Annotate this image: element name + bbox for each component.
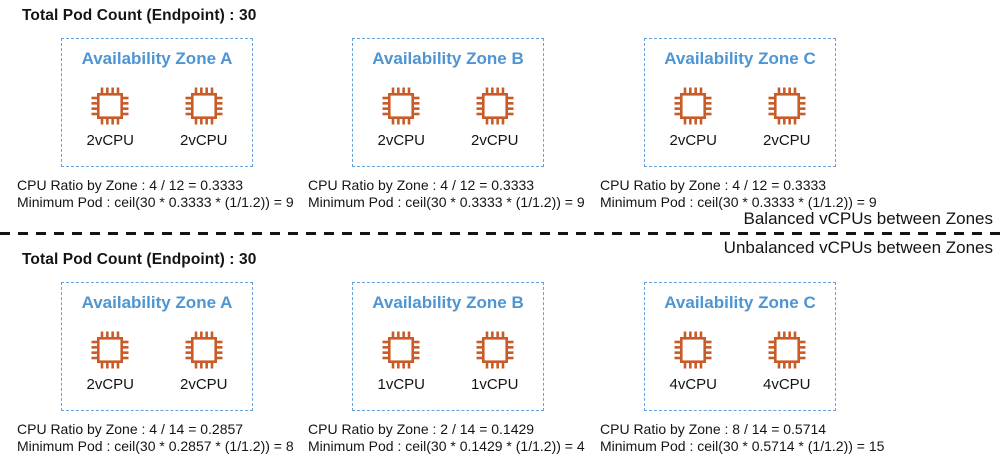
availability-zone-title: Availability Zone A <box>81 49 233 68</box>
zone-column-b: Availability Zone B 1vCPU 1vCPU CPU Rati… <box>308 282 600 454</box>
cpu-chip-icon <box>90 86 130 126</box>
cpu-chips-row: 2vCPU 2vCPU <box>62 86 252 149</box>
cpu-unit: 1vCPU <box>471 330 519 393</box>
cpu-ratio-line: CPU Ratio by Zone : 4 / 12 = 0.3333 <box>308 177 535 193</box>
cpu-unit: 2vCPU <box>377 86 425 149</box>
availability-zone-box: Availability Zone A 2vCPU 2vCPU <box>61 38 253 167</box>
availability-zone-box: Availability Zone B 2vCPU 2vCPU <box>352 38 544 167</box>
cpu-unit: 2vCPU <box>180 86 228 149</box>
zone-caption: CPU Ratio by Zone : 4 / 12 = 0.3333 Mini… <box>600 177 877 210</box>
minimum-pod-line: Minimum Pod : ceil(30 * 0.3333 * (1/1.2)… <box>308 193 585 210</box>
cpu-chip-icon <box>184 330 224 370</box>
zone-caption: CPU Ratio by Zone : 4 / 12 = 0.3333 Mini… <box>17 177 294 210</box>
minimum-pod-line: Minimum Pod : ceil(30 * 0.1429 * (1/1.2)… <box>308 437 585 454</box>
vcpu-label: 4vCPU <box>669 376 717 393</box>
minimum-pod-line: Minimum Pod : ceil(30 * 0.5714 * (1/1.2)… <box>600 437 885 454</box>
zone-caption: CPU Ratio by Zone : 8 / 14 = 0.5714 Mini… <box>600 421 884 454</box>
availability-zone-title: Availability Zone B <box>372 49 524 68</box>
cpu-chips-row: 2vCPU 2vCPU <box>645 86 835 149</box>
total-pod-count-label: Total Pod Count (Endpoint) : 30 <box>22 251 257 268</box>
cpu-unit: 2vCPU <box>86 330 134 393</box>
vcpu-label: 2vCPU <box>180 376 228 393</box>
cpu-ratio-line: CPU Ratio by Zone : 4 / 14 = 0.2857 <box>17 421 244 437</box>
zone-column-c: Availability Zone C 2vCPU 2vCPU CPU Rati… <box>600 38 892 212</box>
cpu-unit: 4vCPU <box>669 330 717 393</box>
cpu-ratio-line: CPU Ratio by Zone : 8 / 14 = 0.5714 <box>600 421 827 437</box>
minimum-pod-line: Minimum Pod : ceil(30 * 0.3333 * (1/1.2)… <box>17 193 294 210</box>
availability-zone-title: Availability Zone A <box>81 293 233 312</box>
cpu-unit: 2vCPU <box>86 86 134 149</box>
balanced-section-label: Balanced vCPUs between Zones <box>743 209 993 228</box>
cpu-chips-row: 4vCPU 4vCPU <box>645 330 835 393</box>
vcpu-label: 2vCPU <box>86 132 134 149</box>
vcpu-label: 2vCPU <box>377 132 425 149</box>
zone-column-c: Availability Zone C 4vCPU 4vCPU CPU Rati… <box>600 282 892 454</box>
zone-column-a: Availability Zone A 2vCPU 2vCPU CPU Rati… <box>17 282 309 454</box>
minimum-pod-line: Minimum Pod : ceil(30 * 0.3333 * (1/1.2)… <box>600 193 877 210</box>
cpu-chip-icon <box>767 86 807 126</box>
unbalanced-section-label: Unbalanced vCPUs between Zones <box>723 238 993 257</box>
cpu-chip-icon <box>767 330 807 370</box>
zone-column-a: Availability Zone A 2vCPU 2vCPU CPU Rati… <box>17 38 309 212</box>
cpu-unit: 2vCPU <box>180 330 228 393</box>
vcpu-label: 2vCPU <box>180 132 228 149</box>
cpu-chip-icon <box>673 330 713 370</box>
vcpu-label: 2vCPU <box>471 132 519 149</box>
availability-zone-box: Availability Zone B 1vCPU 1vCPU <box>352 282 544 411</box>
cpu-chip-icon <box>381 330 421 370</box>
cpu-unit: 2vCPU <box>669 86 717 149</box>
cpu-chip-icon <box>475 330 515 370</box>
cpu-chip-icon <box>475 86 515 126</box>
vcpu-label: 2vCPU <box>763 132 811 149</box>
availability-zone-box: Availability Zone A 2vCPU 2vCPU <box>61 282 253 411</box>
zone-caption: CPU Ratio by Zone : 4 / 12 = 0.3333 Mini… <box>308 177 585 210</box>
total-pod-count-label: Total Pod Count (Endpoint) : 30 <box>22 7 257 24</box>
cpu-chip-icon <box>90 330 130 370</box>
cpu-unit: 2vCPU <box>763 86 811 149</box>
availability-zone-box: Availability Zone C 4vCPU 4vCPU <box>644 282 836 411</box>
cpu-chips-row: 1vCPU 1vCPU <box>353 330 543 393</box>
zone-column-b: Availability Zone B 2vCPU 2vCPU CPU Rati… <box>308 38 600 212</box>
vcpu-label: 2vCPU <box>86 376 134 393</box>
cpu-ratio-line: CPU Ratio by Zone : 4 / 12 = 0.3333 <box>17 177 244 193</box>
cpu-chips-row: 2vCPU 2vCPU <box>353 86 543 149</box>
cpu-unit: 4vCPU <box>763 330 811 393</box>
zone-caption: CPU Ratio by Zone : 2 / 14 = 0.1429 Mini… <box>308 421 585 454</box>
cpu-chips-row: 2vCPU 2vCPU <box>62 330 252 393</box>
cpu-chip-icon <box>184 86 224 126</box>
cpu-chip-icon <box>673 86 713 126</box>
availability-zone-title: Availability Zone C <box>664 49 816 68</box>
section-balanced: Total Pod Count (Endpoint) : 30 Availabi… <box>0 0 1004 212</box>
vcpu-label: 2vCPU <box>669 132 717 149</box>
zone-caption: CPU Ratio by Zone : 4 / 14 = 0.2857 Mini… <box>17 421 294 454</box>
cpu-unit: 2vCPU <box>471 86 519 149</box>
vcpu-label: 1vCPU <box>471 376 519 393</box>
availability-zone-title: Availability Zone C <box>664 293 816 312</box>
cpu-ratio-line: CPU Ratio by Zone : 2 / 14 = 0.1429 <box>308 421 535 437</box>
section-divider-line <box>0 232 1004 235</box>
vcpu-label: 1vCPU <box>377 376 425 393</box>
cpu-chip-icon <box>381 86 421 126</box>
section-unbalanced: Total Pod Count (Endpoint) : 30 Availabi… <box>0 244 1004 454</box>
availability-zone-box: Availability Zone C 2vCPU 2vCPU <box>644 38 836 167</box>
availability-zone-title: Availability Zone B <box>372 293 524 312</box>
minimum-pod-line: Minimum Pod : ceil(30 * 0.2857 * (1/1.2)… <box>17 437 294 454</box>
cpu-unit: 1vCPU <box>377 330 425 393</box>
cpu-ratio-line: CPU Ratio by Zone : 4 / 12 = 0.3333 <box>600 177 827 193</box>
vcpu-label: 4vCPU <box>763 376 811 393</box>
